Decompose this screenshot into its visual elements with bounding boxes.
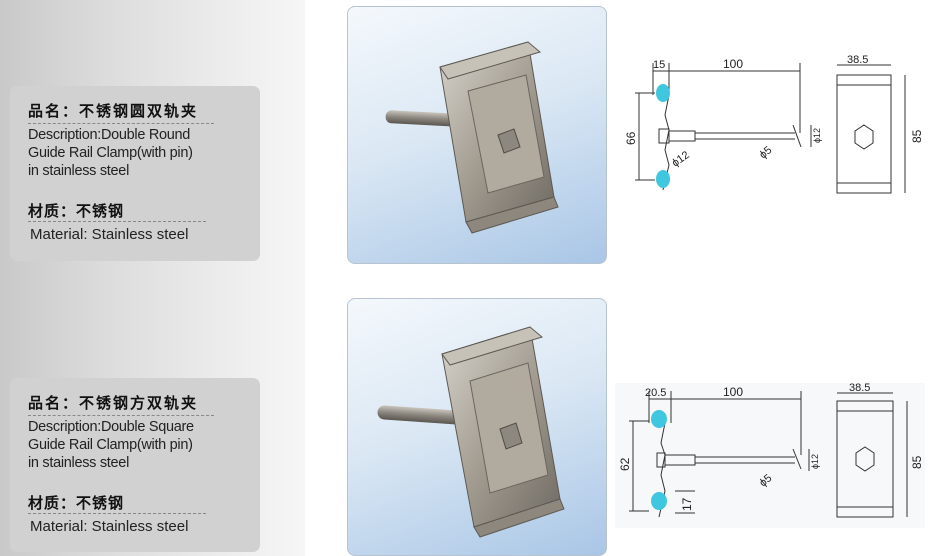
technical-drawing-round: 15 100 66 ϕ12 ϕ5 ϕ12 38.5 85: [624, 54, 925, 205]
divider: [28, 513, 206, 514]
dim-side-height: 85: [910, 129, 924, 143]
technical-drawing-square: 20.5 100 62 17 ϕ5 ϕ12 38.5 85: [615, 382, 925, 528]
product-info-card-round: 品名：不锈钢圆双轨夹 Description:Double Round Guid…: [10, 86, 260, 261]
divider: [28, 415, 214, 416]
product-description: Description:Double Square Guide Rail Cla…: [28, 419, 194, 471]
dim-bottom: 17: [680, 497, 694, 511]
dim-top-length: 100: [723, 385, 743, 399]
dim-rod-end: ϕ12: [810, 454, 820, 469]
divider: [28, 221, 206, 222]
dim-top-left: 15: [653, 59, 665, 71]
product-name-cn: 品名：不锈钢圆双轨夹: [28, 102, 199, 120]
product-description: Description:Double Round Guide Rail Clam…: [28, 127, 193, 179]
dim-height: 66: [625, 131, 638, 145]
dim-top-length: 100: [723, 57, 743, 71]
product-info-card-square: 品名：不锈钢方双轨夹 Description:Double Square Gui…: [10, 378, 260, 552]
dim-side-width: 38.5: [847, 55, 868, 66]
material-value: Material: Stainless steel: [30, 518, 189, 535]
product-photo-square-clamp: [347, 298, 607, 556]
divider: [28, 123, 214, 124]
dim-rod-dia: ϕ5: [757, 144, 774, 161]
dim-rod-dia: ϕ5: [757, 472, 774, 489]
dim-side-height: 85: [910, 455, 924, 469]
material-label-cn: 材质：不锈钢: [28, 494, 125, 512]
product-photo-round-clamp: [347, 6, 607, 264]
product-name-cn: 品名：不锈钢方双轨夹: [28, 394, 199, 412]
dim-side-width: 38.5: [849, 383, 870, 394]
material-value: Material: Stainless steel: [30, 226, 189, 243]
dim-top-left: 20.5: [645, 387, 666, 399]
dim-rod-end: ϕ12: [812, 128, 822, 143]
material-label-cn: 材质：不锈钢: [28, 202, 125, 220]
dim-pin-dia: ϕ12: [670, 149, 692, 169]
dim-height: 62: [618, 457, 632, 471]
